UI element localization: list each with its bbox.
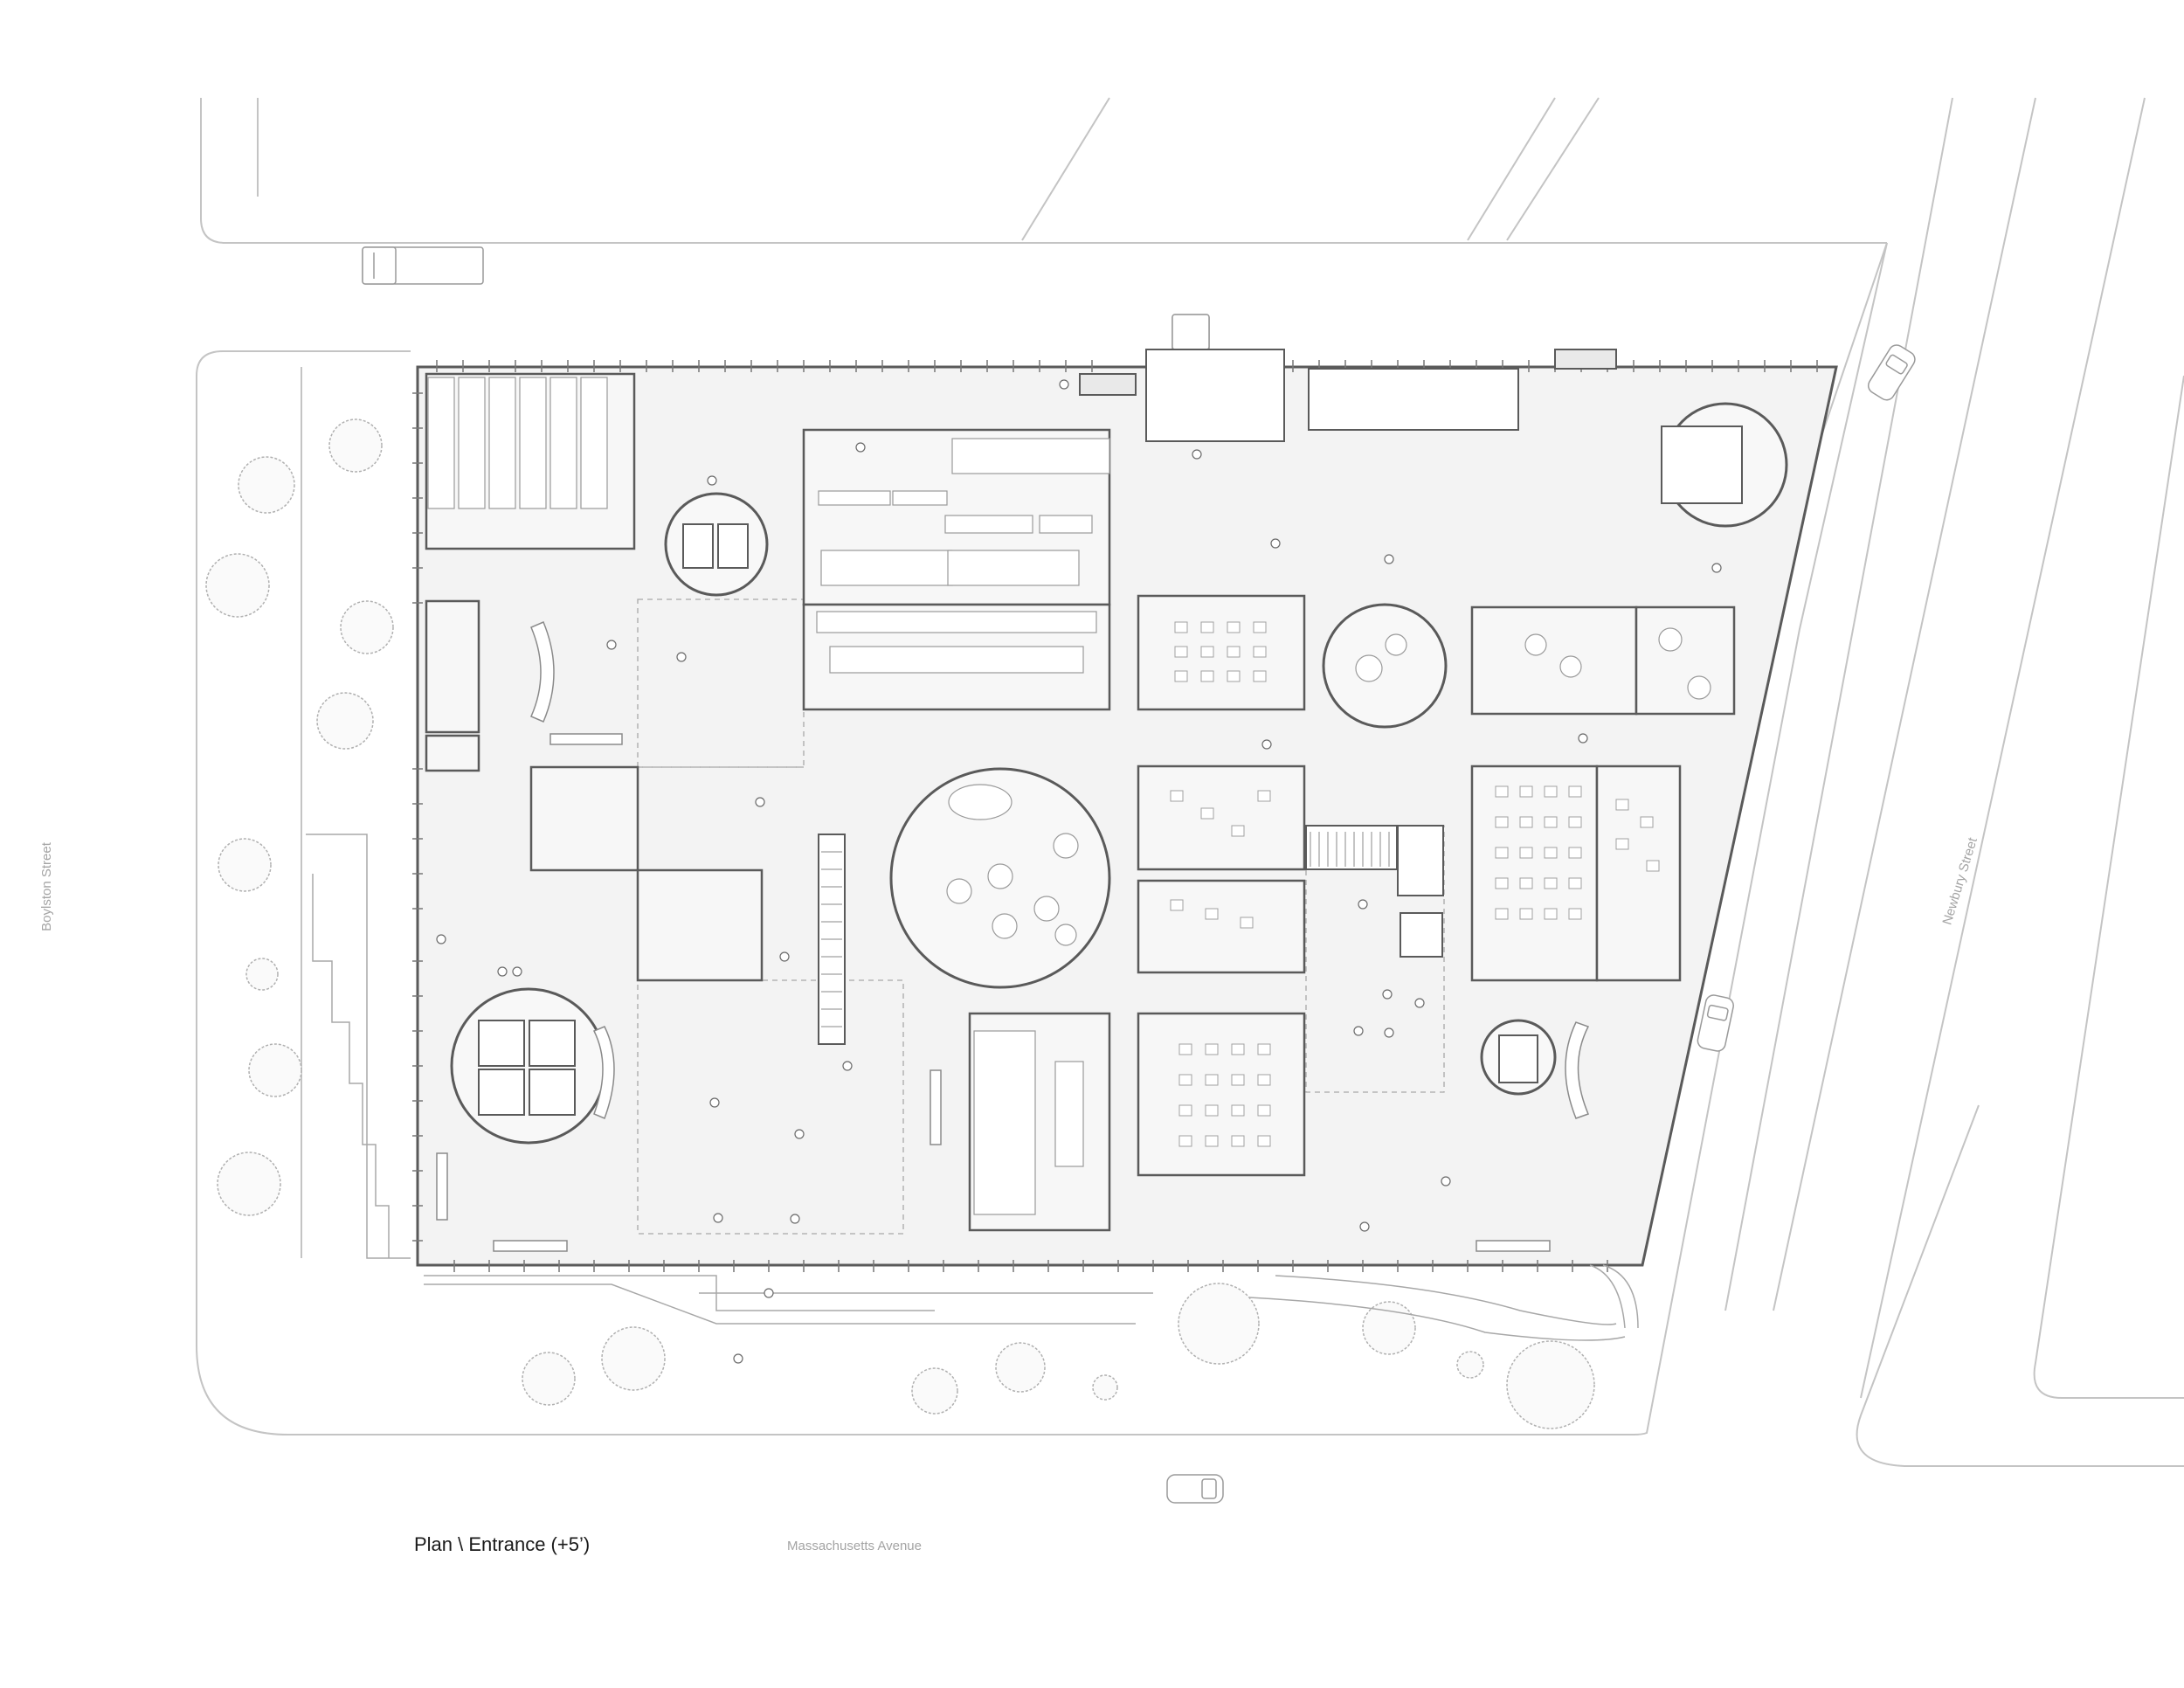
tree-icon	[217, 1152, 281, 1216]
person-icon	[713, 1213, 723, 1223]
elevator-rotunda-north	[664, 492, 769, 597]
person-icon	[855, 442, 866, 453]
entrance-steps	[306, 834, 1639, 1341]
person-icon	[512, 966, 522, 977]
lecture-hall	[1470, 764, 1599, 982]
street-label-boylston: Boylston Street	[39, 841, 54, 931]
classroom-north-2	[1470, 605, 1638, 716]
tree-icon	[1506, 1340, 1595, 1429]
exterior-stair	[1079, 373, 1137, 396]
tree-icon	[1092, 1374, 1118, 1401]
elevator-cabins	[478, 425, 1743, 1116]
newbury-curb-2	[1724, 97, 1953, 1311]
tree-icon	[522, 1352, 576, 1406]
round-meeting-room	[1322, 603, 1448, 729]
car-icon	[1697, 994, 1734, 1052]
classroom-north-1	[1137, 594, 1306, 711]
people	[436, 379, 1722, 1364]
person-icon	[755, 797, 765, 807]
person-icon	[1414, 998, 1425, 1008]
tree-icon	[340, 600, 394, 654]
person-icon	[709, 1097, 720, 1108]
tree-icon	[245, 958, 279, 991]
tree-icon	[218, 838, 272, 892]
person-icon	[1358, 899, 1368, 910]
person-icon	[790, 1214, 800, 1224]
lecture-hall-2	[1595, 764, 1682, 982]
office-desks	[816, 438, 1110, 1215]
street-label-massachusetts: Massachusetts Avenue	[787, 1539, 922, 1553]
north-diagonal-3	[1506, 97, 1600, 241]
benches	[436, 621, 1590, 1252]
person-icon	[1711, 563, 1722, 573]
person-icon	[707, 475, 717, 486]
person-icon	[764, 1288, 774, 1298]
stair-core-west	[425, 599, 480, 734]
trees	[205, 419, 1595, 1429]
tree-icon	[995, 1342, 1046, 1393]
tree-icon	[1178, 1283, 1260, 1365]
truck-icon	[362, 246, 484, 285]
tree-icon	[601, 1326, 666, 1391]
person-icon	[1382, 989, 1393, 1000]
person-icon	[1441, 1176, 1451, 1186]
person-icon	[733, 1353, 743, 1364]
person-icon	[436, 934, 446, 944]
east-block-curb	[2033, 375, 2184, 1399]
person-icon	[842, 1061, 853, 1071]
person-icon	[1270, 538, 1281, 549]
tree-icon	[238, 456, 295, 514]
building-footprint	[416, 365, 1838, 1267]
car-icon	[1166, 1474, 1224, 1504]
loading-dock	[1145, 349, 1285, 442]
person-icon	[606, 640, 617, 650]
tree-icon	[316, 692, 374, 750]
person-icon	[1353, 1026, 1364, 1036]
person-icon	[1261, 739, 1272, 750]
facade-mullions	[412, 360, 1818, 1272]
person-icon	[676, 652, 687, 662]
classroom-north-3	[1635, 605, 1736, 716]
plan-title: Plan \ Entrance (+5’)	[414, 1533, 591, 1555]
restroom-east	[636, 868, 764, 982]
north-diagonal-1	[1021, 97, 1110, 241]
site-sidewalk-boundary	[196, 242, 1888, 1435]
north-service-area	[1079, 349, 1617, 442]
tree-icon	[248, 1043, 302, 1097]
tree-icon	[1362, 1301, 1416, 1355]
tree-icon	[1456, 1351, 1484, 1379]
elevator-lobby	[425, 734, 480, 772]
east-sidewalk-curb	[1856, 1104, 2184, 1467]
north-diagonal-2	[1467, 97, 1556, 241]
tree-icon	[328, 419, 383, 473]
person-icon	[1059, 379, 1069, 390]
classroom-seating	[1170, 621, 1660, 1147]
tree-icon	[911, 1367, 958, 1415]
person-icon	[497, 966, 508, 977]
stair-treads	[821, 832, 1390, 1027]
classroom-south	[1137, 1012, 1306, 1177]
newbury-curb-4	[1860, 97, 2146, 1399]
person-icon	[1359, 1221, 1370, 1232]
car-icon	[1867, 344, 1916, 401]
site-context	[196, 97, 2184, 1467]
person-icon	[1384, 554, 1394, 564]
person-icon	[794, 1129, 805, 1139]
tree-icon	[205, 553, 270, 618]
seminar-room-1	[1137, 764, 1306, 871]
person-icon	[1192, 449, 1202, 460]
library-shelves	[427, 377, 608, 509]
person-icon	[1578, 733, 1588, 744]
north-curb	[200, 98, 1887, 244]
exterior-stair	[1554, 349, 1617, 370]
service-core	[1308, 368, 1519, 431]
person-icon	[1384, 1027, 1394, 1038]
seminar-room-2	[1137, 879, 1306, 974]
person-icon	[779, 951, 790, 962]
rotunda-tables	[946, 627, 1711, 946]
restroom-west	[529, 765, 639, 872]
newbury-curb-3	[1773, 97, 2036, 1311]
